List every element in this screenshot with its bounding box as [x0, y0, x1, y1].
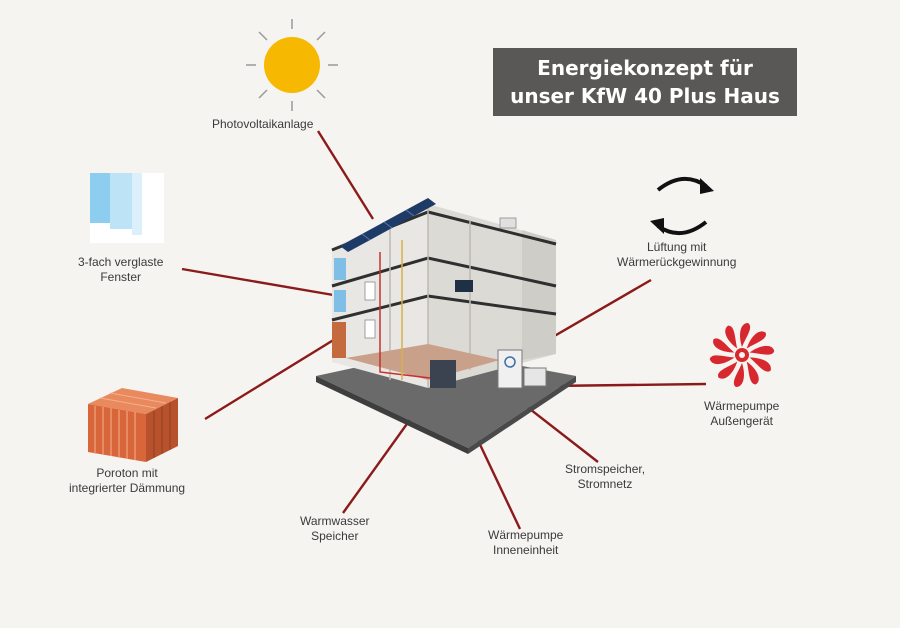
label-aussen-line1: Wärmepumpe — [704, 399, 780, 413]
leader-photovoltaik — [316, 130, 375, 220]
leader-poroton — [204, 334, 341, 421]
label-photovoltaik: Photovoltaikanlage — [212, 117, 313, 132]
fan-icon — [709, 323, 775, 387]
title-box: Energiekonzept für unser KfW 40 Plus Hau… — [493, 48, 797, 116]
label-innen: Wärmepumpe Inneneinheit — [488, 528, 563, 558]
label-lueftung: Lüftung mit Wärmerückgewinnung — [617, 240, 736, 270]
ventilation-arrows-icon — [650, 177, 714, 235]
leader-aussen — [547, 382, 707, 388]
label-fenster: 3-fach verglaste Fenster — [78, 255, 163, 285]
label-innen-line2: Inneneinheit — [492, 543, 559, 557]
label-aussen: Wärmepumpe Außengerät — [704, 399, 779, 429]
label-poroton-line2: integrierter Dämmung — [69, 481, 186, 495]
label-innen-line1: Wärmepumpe — [488, 528, 564, 542]
label-aussen-line2: Außengerät — [710, 414, 774, 428]
label-warmwasser-line2: Speicher — [311, 529, 359, 543]
label-lueftung-line1: Lüftung mit — [647, 240, 707, 254]
title-line2: unser KfW 40 Plus Haus — [510, 84, 780, 108]
label-warmwasser-line1: Warmwasser — [300, 514, 370, 528]
leader-fenster — [181, 267, 346, 299]
label-photovoltaik-text: Photovoltaikanlage — [212, 117, 314, 131]
label-lueftung-line2: Wärmerückgewinnung — [617, 255, 737, 269]
label-strom-line2: Stromnetz — [577, 477, 633, 491]
sun-icon — [246, 19, 338, 111]
label-poroton-line1: Poroton mit — [96, 466, 158, 480]
title-line1: Energiekonzept für — [537, 56, 753, 80]
label-poroton: Poroton mit integrierter Dämmung — [69, 466, 185, 496]
leader-lines — [181, 130, 707, 530]
house-cutaway-illustration — [316, 198, 576, 454]
label-fenster-line2: Fenster — [100, 270, 142, 284]
window-icon — [90, 173, 164, 243]
label-warmwasser: Warmwasser Speicher — [300, 514, 370, 544]
label-fenster-line1: 3-fach verglaste — [78, 255, 164, 269]
label-strom-line1: Stromspeicher, — [565, 462, 646, 476]
brick-icon — [88, 388, 178, 462]
label-strom: Stromspeicher, Stromnetz — [565, 462, 645, 492]
